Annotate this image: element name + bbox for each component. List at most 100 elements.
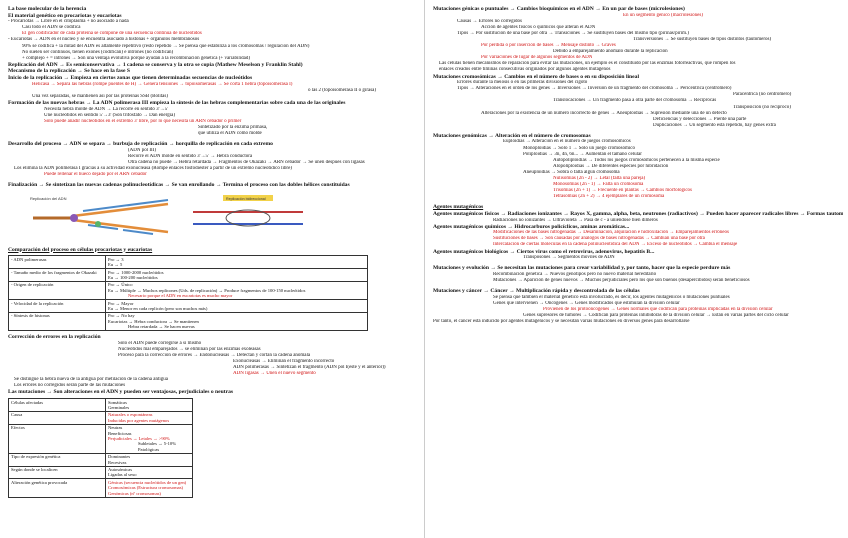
text-line: Sólo el ADN puede corregirse a sí mismo xyxy=(118,340,202,346)
text-line: Paracéntrica (no centrómero) xyxy=(733,92,792,98)
text-line: Casi todo el ADN se codifica xyxy=(22,25,81,31)
text-line: Se distingue la hebra nueva de la antigu… xyxy=(14,377,168,383)
table-row: - Velocidad de la replicación Pro → Mayo… xyxy=(8,299,368,313)
text-line: Otra cadena no puede → Hebra retardada →… xyxy=(128,159,365,165)
text-line: Modificaciones de las bases nitrogenadas… xyxy=(493,230,729,236)
text-line: Recombinación genética → Nuevos genotipo… xyxy=(493,271,657,277)
text-line: o las 2 (topoisomerasa II o girasa) xyxy=(308,87,377,93)
section-heading-cancer: Mutaciones y cáncer → Cáncer → Multiplic… xyxy=(433,288,640,295)
section-heading-evolution: Mutaciones y evolución → Se necesitan la… xyxy=(433,265,731,272)
fig2-caption: Replicación bidireccional xyxy=(226,197,266,201)
text-line: Monoploidías → Solo 1 → Solo un juego cr… xyxy=(523,145,635,151)
text-line: Agentes mutagénicos físicos → Radiacione… xyxy=(433,211,843,217)
section-heading-development: Desarrollo del proceso → ADN se separa →… xyxy=(8,140,273,147)
section-heading-comparison: Comparación del proceso en células proca… xyxy=(8,246,153,253)
text-line: ADN ligasas → Unen el nuevo segmento xyxy=(233,371,316,377)
text-line: Genes que intervienen → Oncogenes → Gene… xyxy=(493,300,680,306)
text-line: Euploidías → Alteración en el número de … xyxy=(503,139,631,145)
text-line: Acción de agentes físicos o químicos que… xyxy=(481,24,596,30)
text-line: Agentes mutagénicos químicos → Hidrocarb… xyxy=(433,223,630,230)
text-line: Recorre el ADN molde en sentido 3'→5' → … xyxy=(128,153,253,159)
text-line: Autopoliploidías → Todos los juegos crom… xyxy=(553,157,720,163)
doc-title: La base molecular de la herencia xyxy=(8,6,87,12)
text-line: Los errores no corregidos serán parte de… xyxy=(14,383,126,389)
text-line: En un segmento génico (macrolesiones) xyxy=(623,12,703,18)
bidirectional-replication-diagram: Replicación bidireccional xyxy=(188,191,308,244)
left-page: La base molecular de la herencia El mate… xyxy=(8,6,418,498)
text-line: Nucleótidos mal emparejados → se elimina… xyxy=(118,346,261,352)
table-cell: Causa xyxy=(8,410,106,425)
section-heading-finalization: Finalización → Se sintetizan las nuevas … xyxy=(8,182,350,189)
text-line: - Procariotas → Libre en el citoplasma +… xyxy=(8,19,129,25)
table-cell: - ADN polimerasas xyxy=(8,255,106,270)
text-line: Tetrasomías (2n + 2) → 4 ejemplares de u… xyxy=(553,194,665,200)
text-line: Sustituciones de bases → Son causadas po… xyxy=(493,236,705,242)
text-line: Necesita hebra molde de ADN → La recorre… xyxy=(44,106,168,112)
text-line: Une nucleótidos en sentido 5'→3' (Son tr… xyxy=(44,112,175,118)
table-cell: Tipo de expresión genética xyxy=(8,452,106,467)
section-heading-gene-mutations: Mutaciones génicas o puntuales → Cambios… xyxy=(433,6,685,12)
text-line: Poliploidías → 3n, 4n, 6n... → Aumentan … xyxy=(523,151,642,157)
text-line: - Eucariotas → ADN en el núcleo y se enc… xyxy=(8,37,200,43)
table-row: - Tamaño medio de los fragmentos de Okaz… xyxy=(8,268,368,282)
text-line: 90% se codifica + la mitad del ADN es al… xyxy=(22,43,310,49)
text-line: Exonucleasas → Eliminan el fragmento inc… xyxy=(233,358,335,364)
section-heading-replication: Replicación del ADN → Es semiconservativ… xyxy=(8,61,303,68)
section-heading-correction: Corrección de errores en la replicación xyxy=(8,334,101,341)
text-line: Nulisomías (2n - 2) → Letal (falta una p… xyxy=(553,176,646,182)
table-cell: - Síntesis de histonas xyxy=(8,311,106,332)
text-line: + complejo + = intrones → Son una ventaj… xyxy=(22,55,251,61)
table-cell: Alteración genética provocada xyxy=(8,478,106,498)
text-line: Intercalación de ciertas moléculas en la… xyxy=(493,242,738,248)
section-heading-new-strands: Formación de las nuevas hebras → La ADN … xyxy=(8,99,346,106)
text-line: Agentes mutagénicos biológicos → Ciertos… xyxy=(433,248,655,255)
text-line: Debido a emparejamiento anómalo durante … xyxy=(553,49,668,55)
text-line: Duplicaciones → Un segmento está repetid… xyxy=(653,122,776,128)
text-line: Errores durante la meiosis o en las prim… xyxy=(457,80,588,86)
text-line: Tipos → Por sustitución de una base por … xyxy=(457,30,689,36)
table-cell: - Origen de replicación xyxy=(8,280,106,301)
section-heading-genetic-material: El material genético en procariotas y eu… xyxy=(8,12,122,19)
text-line: Proceso para la corrección de errores → … xyxy=(118,352,311,358)
text-line: Tipos → Alteraciones en el orden de los … xyxy=(457,86,732,92)
text-line: Una vez separadas, se mantienen así por … xyxy=(32,93,168,99)
table-cell: Génicas (secuencia nucleótidos de un gen… xyxy=(105,478,193,498)
table-cell: Efectos xyxy=(8,423,106,454)
text-line: Puede rellenar el hueco dejado por el AR… xyxy=(44,171,147,177)
text-line: Por pérdida o por inserción de bases → M… xyxy=(481,43,616,49)
text-line: Deficiencias y delecciones → Pierde una … xyxy=(653,116,747,122)
text-line: que utiliza el ADN como molde xyxy=(198,130,262,136)
table-row: Alteración genética provocada Génicas (s… xyxy=(8,478,193,498)
text-line: Sólo puede añadir nucleótidos en el extr… xyxy=(44,118,242,124)
section-heading-agents: Agentes mutagénicos xyxy=(433,204,484,211)
text-line: Trisomías (2n + 1) → Frecuente en planta… xyxy=(553,188,693,194)
text-line: Causas → Errores no corregidos xyxy=(457,18,522,24)
text-line: Por tanto, el cáncer está inducido por a… xyxy=(433,319,690,324)
section-heading-genomic: Mutaciones genómicas → Alteración en el … xyxy=(433,132,591,139)
text-line: Transposición (no recíproco) xyxy=(733,104,791,110)
replication-figures: Replicación del ADN Replicación bidirecc… xyxy=(28,191,418,244)
text-line: Por variaciones de lugar de algunos segm… xyxy=(481,55,593,61)
text-line: Se piensa que también el material genéti… xyxy=(493,294,730,300)
text-line: Genes supresores de tumores → Codifican … xyxy=(523,312,789,318)
text-line: ADN polimerasas → Sintetizan el fragment… xyxy=(233,365,386,371)
table-cell: - Velocidad de la replicación xyxy=(8,299,106,313)
text-line: El gen codificador de cada proteína se c… xyxy=(22,31,202,37)
replication-fork-diagram: Replicación del ADN xyxy=(28,191,178,244)
